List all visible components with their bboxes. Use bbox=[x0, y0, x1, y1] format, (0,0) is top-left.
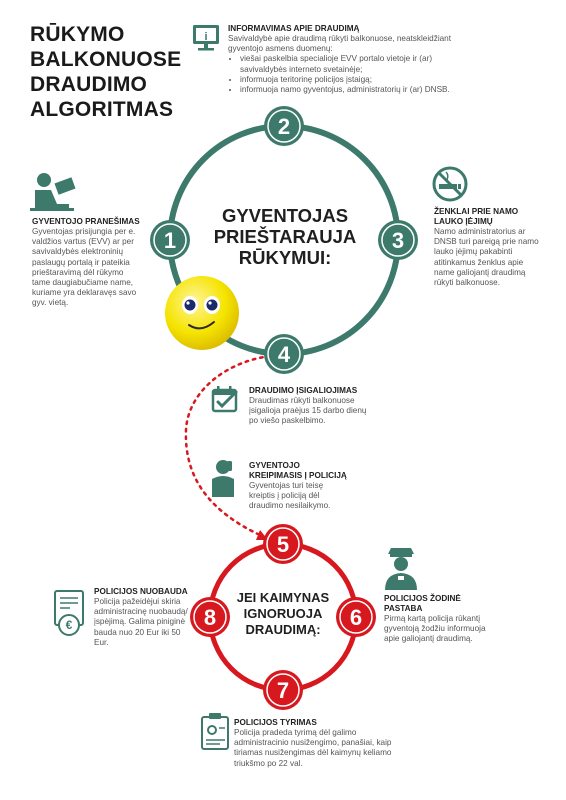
step-number-6: 6 bbox=[350, 605, 362, 630]
step-8-text: Policija pažeidėjui skiria administracin… bbox=[94, 597, 188, 647]
step-2-info: INFORMAVIMAS APIE DRAUDIMĄ Savivaldybė a… bbox=[228, 24, 458, 95]
police-request-text: Gyventojas turi teisę kreiptis į policij… bbox=[249, 481, 331, 511]
step-2-bullet-2: informuoja teritorinę policijos įstaigą; bbox=[240, 75, 458, 85]
police-officer-icon bbox=[385, 548, 417, 590]
step-1-text: Gyventojas prisijungia per e. valdžios v… bbox=[32, 227, 137, 308]
step-1-heading: GYVENTOJO PRANEŠIMAS bbox=[32, 217, 140, 226]
step-3-heading: ŽENKLAI PRIE NAMO LAUKO ĮĖJIMŲ bbox=[434, 207, 519, 226]
person-at-computer-icon bbox=[30, 173, 76, 211]
center-red-line-2: IGNORUOJA bbox=[243, 606, 323, 621]
center-red-line-3: DRAUDIMĄ: bbox=[245, 622, 321, 637]
step-number-3: 3 bbox=[392, 228, 404, 253]
step-badge-7: 7 bbox=[263, 670, 303, 710]
step-8-heading: POLICIJOS NUOBAUDA bbox=[94, 587, 188, 596]
svg-text:i: i bbox=[204, 31, 207, 43]
clipboard-gear-icon bbox=[201, 713, 229, 750]
step-8-info: POLICIJOS NUOBAUDA Policija pažeidėjui s… bbox=[94, 587, 192, 648]
police-request-heading: GYVENTOJO KREIPIMASIS Į POLICIJĄ bbox=[249, 461, 347, 480]
step-3-info: ŽENKLAI PRIE NAMO LAUKO ĮĖJIMŲ Namo admi… bbox=[434, 207, 540, 288]
center-green-line-2: PRIEŠTARAUJA bbox=[213, 226, 357, 247]
step-2-text: Savivaldybė apie draudimą rūkyti balkonu… bbox=[228, 34, 452, 54]
step-badge-3: 3 bbox=[378, 220, 418, 260]
step-2-bullets: viešai paskelbia specialioje EVV portalo… bbox=[228, 54, 458, 95]
step-1-info: GYVENTOJO PRANEŠIMAS Gyventojas prisijun… bbox=[32, 217, 140, 309]
center-red-line-1: JEI KAIMYNAS bbox=[236, 590, 330, 605]
center-text-red: JEI KAIMYNAS IGNORUOJA DRAUDIMĄ: bbox=[228, 590, 338, 638]
step-badge-4: 4 bbox=[264, 334, 304, 374]
step-4-text: Draudimas rūkyti balkonuose įsigalioja p… bbox=[249, 396, 367, 426]
step-2-bullet-1: viešai paskelbia specialioje EVV portalo… bbox=[240, 54, 458, 74]
step-2-bullet-3: informuoja namo gyventojus, administrato… bbox=[240, 85, 458, 95]
title-line-3: DRAUDIMO bbox=[30, 73, 148, 96]
step-badge-1: 1 bbox=[150, 220, 190, 260]
center-green-line-1: GYVENTOJAS bbox=[221, 205, 349, 226]
calendar-check-icon bbox=[211, 386, 238, 413]
step-2-heading: INFORMAVIMAS APIE DRAUDIMĄ bbox=[228, 24, 360, 33]
step-4-info: DRAUDIMO ĮSIGALIOJIMAS Draudimas rūkyti … bbox=[249, 386, 371, 427]
step-number-7: 7 bbox=[277, 678, 289, 703]
step-badge-8: 8 bbox=[190, 597, 230, 637]
step-7-text: Policija pradeda tyrimą dėl galimo admin… bbox=[234, 728, 392, 768]
smiley-face-icon bbox=[165, 276, 239, 350]
center-text-green: GYVENTOJAS PRIEŠTARAUJA RŪKYMUI: bbox=[200, 205, 370, 268]
police-request-info: GYVENTOJO KREIPIMASIS Į POLICIJĄ Gyvento… bbox=[249, 461, 349, 512]
title-line-1: RŪKYMO bbox=[30, 23, 125, 46]
step-badge-5: 5 bbox=[263, 524, 303, 564]
step-4-heading: DRAUDIMO ĮSIGALIOJIMAS bbox=[249, 386, 358, 395]
step-number-1: 1 bbox=[164, 228, 176, 253]
step-number-8: 8 bbox=[204, 605, 216, 630]
step-6-heading: POLICIJOS ŽODINĖ PASTABA bbox=[384, 594, 461, 613]
svg-text:€: € bbox=[66, 618, 73, 632]
center-green-line-3: RŪKYMUI: bbox=[238, 247, 332, 268]
person-phone-icon bbox=[212, 460, 234, 497]
step-7-heading: POLICIJOS TYRIMAS bbox=[234, 718, 317, 727]
euro-document-icon: € bbox=[54, 590, 84, 636]
step-number-2: 2 bbox=[278, 114, 290, 139]
title-line-2: BALKONUOSE bbox=[30, 48, 182, 71]
step-badge-2: 2 bbox=[264, 106, 304, 146]
page-title: RŪKYMO BALKONUOSE DRAUDIMO ALGORITMAS bbox=[30, 22, 190, 122]
step-6-info: POLICIJOS ŽODINĖ PASTABA Pirmą kartą pol… bbox=[384, 594, 496, 645]
step-6-text: Pirmą kartą policija rūkantį gyventoją ž… bbox=[384, 614, 486, 644]
title-line-4: ALGORITMAS bbox=[30, 98, 174, 121]
step-7-info: POLICIJOS TYRIMAS Policija pradeda tyrim… bbox=[234, 718, 412, 769]
step-3-text: Namo administratorius ar DNSB turi parei… bbox=[434, 227, 539, 288]
step-number-4: 4 bbox=[278, 342, 291, 367]
no-smoking-icon bbox=[432, 166, 468, 202]
info-monitor-icon: i bbox=[193, 25, 219, 51]
step-badge-6: 6 bbox=[336, 597, 376, 637]
dotted-connector bbox=[184, 354, 272, 538]
step-number-5: 5 bbox=[277, 532, 289, 557]
